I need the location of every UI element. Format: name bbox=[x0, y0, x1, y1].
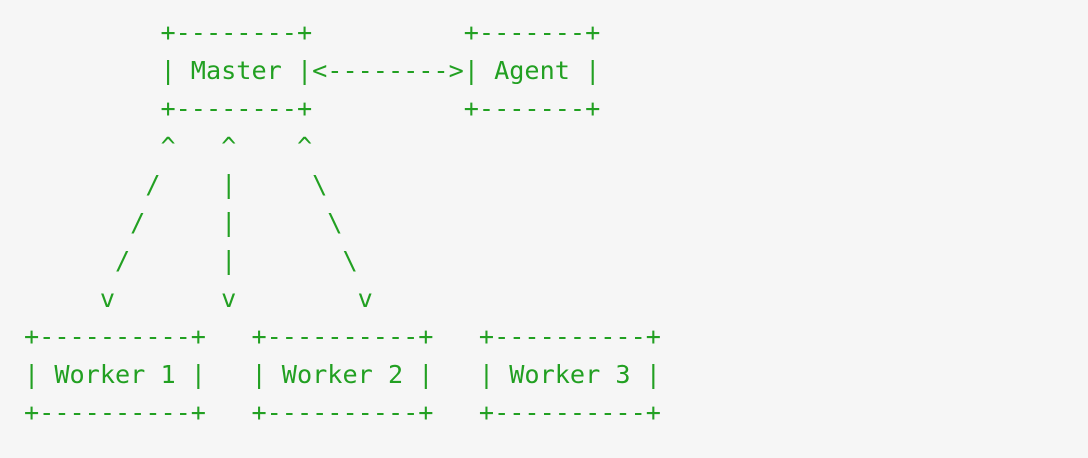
connector-row-2: / | \ bbox=[24, 208, 343, 237]
master-agent-box-bottom: +--------+ +-------+ bbox=[24, 94, 601, 123]
connector-row-3: / | \ bbox=[24, 246, 358, 275]
worker-boxes-bottom: +----------+ +----------+ +----------+ bbox=[24, 398, 661, 427]
worker-boxes-top: +----------+ +----------+ +----------+ bbox=[24, 322, 661, 351]
worker-arrow-heads: v v v bbox=[24, 284, 373, 313]
worker-labels-row: | Worker 1 | | Worker 2 | | Worker 3 | bbox=[24, 360, 661, 389]
master-agent-box-top: +--------+ +-------+ bbox=[24, 18, 601, 47]
master-agent-link-row: | Master |<-------->| Agent | bbox=[24, 56, 601, 85]
master-arrow-heads: ^ ^ ^ bbox=[24, 132, 313, 161]
connector-row-1: / | \ bbox=[24, 170, 328, 199]
ascii-diagram: +--------+ +-------+ | Master |<--------… bbox=[24, 14, 661, 432]
